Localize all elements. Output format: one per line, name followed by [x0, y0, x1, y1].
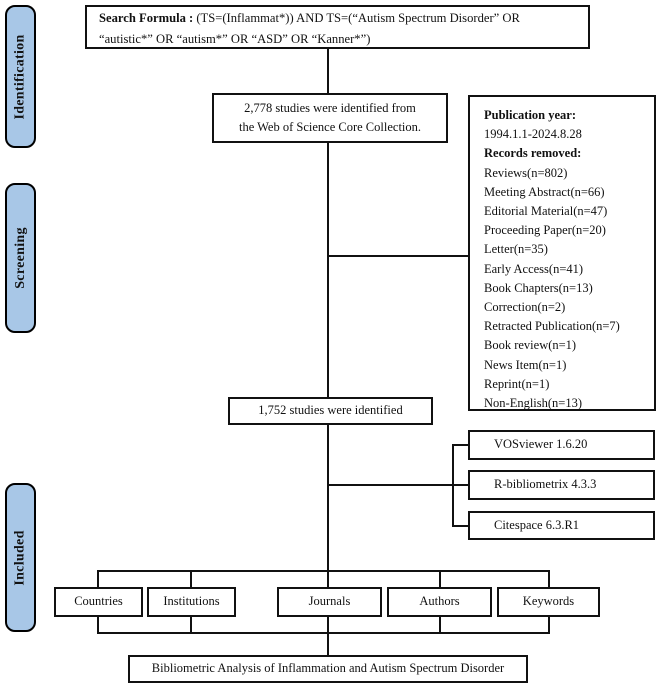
category-box-journals-text: Journals	[308, 594, 351, 609]
tool-box-r-bibliometrix-text: R-bibliometrix 4.3.3	[494, 477, 597, 492]
category-box-institutions-text: Institutions	[163, 594, 220, 609]
records-removed-line: Reprint(n=1)	[484, 376, 550, 391]
category-box-countries-text: Countries	[74, 594, 123, 609]
tool-box-r-bibliometrix: R-bibliometrix 4.3.3	[468, 470, 655, 500]
stage-label-included: Included	[5, 483, 36, 632]
connector-fan-top	[97, 570, 550, 572]
connector-trunk-to-removed	[327, 255, 468, 257]
tool-box-citespace: Citespace 6.3.R1	[468, 511, 655, 540]
connector-stub-vosviewer	[452, 444, 468, 446]
category-box-authors-text: Authors	[419, 594, 460, 609]
records-removed-line: Letter(n=35)	[484, 242, 548, 257]
connector-stub-r-bibliometrix	[452, 484, 468, 486]
connector-trunk-to-tools	[327, 484, 453, 486]
category-box-keywords: Keywords	[497, 587, 600, 617]
tool-box-vosviewer-text: VOSviewer 1.6.20	[494, 437, 588, 452]
category-box-journals: Journals	[277, 587, 382, 617]
records-removed-line: Book Chapters(n=13)	[484, 280, 593, 295]
records-removed-line: Publication year:	[484, 108, 577, 122]
connector-fan-stub-institutions-bottom	[190, 617, 192, 634]
connector-fan-stub-countries-top	[97, 570, 99, 587]
connector-fan-stub-keywords-top	[548, 570, 550, 587]
stage-label-screening: Screening	[5, 183, 36, 333]
records-removed-box: Publication year: 1994.1.1-2024.8.28 Rec…	[468, 95, 656, 411]
tool-box-vosviewer: VOSviewer 1.6.20	[468, 430, 655, 460]
records-removed-line: Editorial Material(n=47)	[484, 204, 608, 219]
records-removed-list: Publication year: 1994.1.1-2024.8.28 Rec…	[470, 97, 654, 413]
connector-fan-stub-institutions-top	[190, 570, 192, 587]
connector-identified-to-fan	[327, 425, 329, 587]
records-removed-line: Book review(n=1)	[484, 338, 577, 353]
stage-label-screening-text: Screening	[12, 227, 28, 289]
wos-identified-text: 2,778 studies were identified from the W…	[239, 99, 421, 138]
connector-fan-bottom	[97, 632, 550, 634]
search-formula-line2: “autistic*” OR “autism*” OR “ASD” OR “Ka…	[99, 31, 371, 46]
connector-journals-to-conclusion	[327, 617, 329, 655]
records-removed-line: 1994.1.1-2024.8.28	[484, 127, 582, 142]
records-removed-line: Early Access(n=41)	[484, 261, 584, 276]
search-formula-box: Search Formula : (TS=(Inflammat*)) AND T…	[85, 5, 590, 49]
records-removed-line: News Item(n=1)	[484, 357, 567, 372]
search-formula-label: Search Formula :	[99, 10, 194, 25]
connector-fan-stub-keywords-bottom	[548, 617, 550, 634]
category-box-institutions: Institutions	[147, 587, 236, 617]
category-box-authors: Authors	[387, 587, 492, 617]
connector-fan-stub-countries-bottom	[97, 617, 99, 634]
records-removed-line: Proceeding Paper(n=20)	[484, 223, 606, 238]
records-removed-line: Meeting Abstract(n=66)	[484, 184, 605, 199]
stage-label-included-text: Included	[12, 529, 28, 586]
records-removed-line: Non-English(n=13)	[484, 396, 583, 411]
records-removed-line: Reviews(n=802)	[484, 165, 568, 180]
connector-search-to-wos	[327, 49, 329, 93]
records-removed-line: Records removed:	[484, 146, 582, 161]
wos-identified-line1: 2,778 studies were identified from	[244, 100, 416, 115]
stage-label-identification: Identification	[5, 5, 36, 148]
conclusion-box: Bibliometric Analysis of Inflammation an…	[128, 655, 528, 683]
stage-label-identification-text: Identification	[12, 33, 28, 120]
search-formula-line1: (TS=(Inflammat*)) AND TS=(“Autism Spectr…	[193, 10, 520, 25]
connector-fan-stub-authors-top	[439, 570, 441, 587]
category-box-countries: Countries	[54, 587, 143, 617]
studies-identified-box: 1,752 studies were identified	[228, 397, 433, 425]
wos-identified-box: 2,778 studies were identified from the W…	[212, 93, 448, 143]
tool-box-citespace-text: Citespace 6.3.R1	[494, 517, 580, 532]
connector-fan-stub-authors-bottom	[439, 617, 441, 634]
conclusion-box-text: Bibliometric Analysis of Inflammation an…	[151, 661, 505, 676]
category-box-keywords-text: Keywords	[522, 594, 575, 609]
wos-identified-line2: the Web of Science Core Collection.	[238, 120, 422, 134]
search-formula-text: Search Formula : (TS=(Inflammat*)) AND T…	[87, 5, 588, 50]
connector-stub-citespace	[452, 525, 468, 527]
connector-wos-to-identified	[327, 143, 329, 397]
records-removed-line: Correction(n=2)	[484, 300, 566, 315]
studies-identified-text: 1,752 studies were identified	[258, 403, 403, 418]
records-removed-line: Retracted Publication(n=7)	[484, 319, 620, 334]
